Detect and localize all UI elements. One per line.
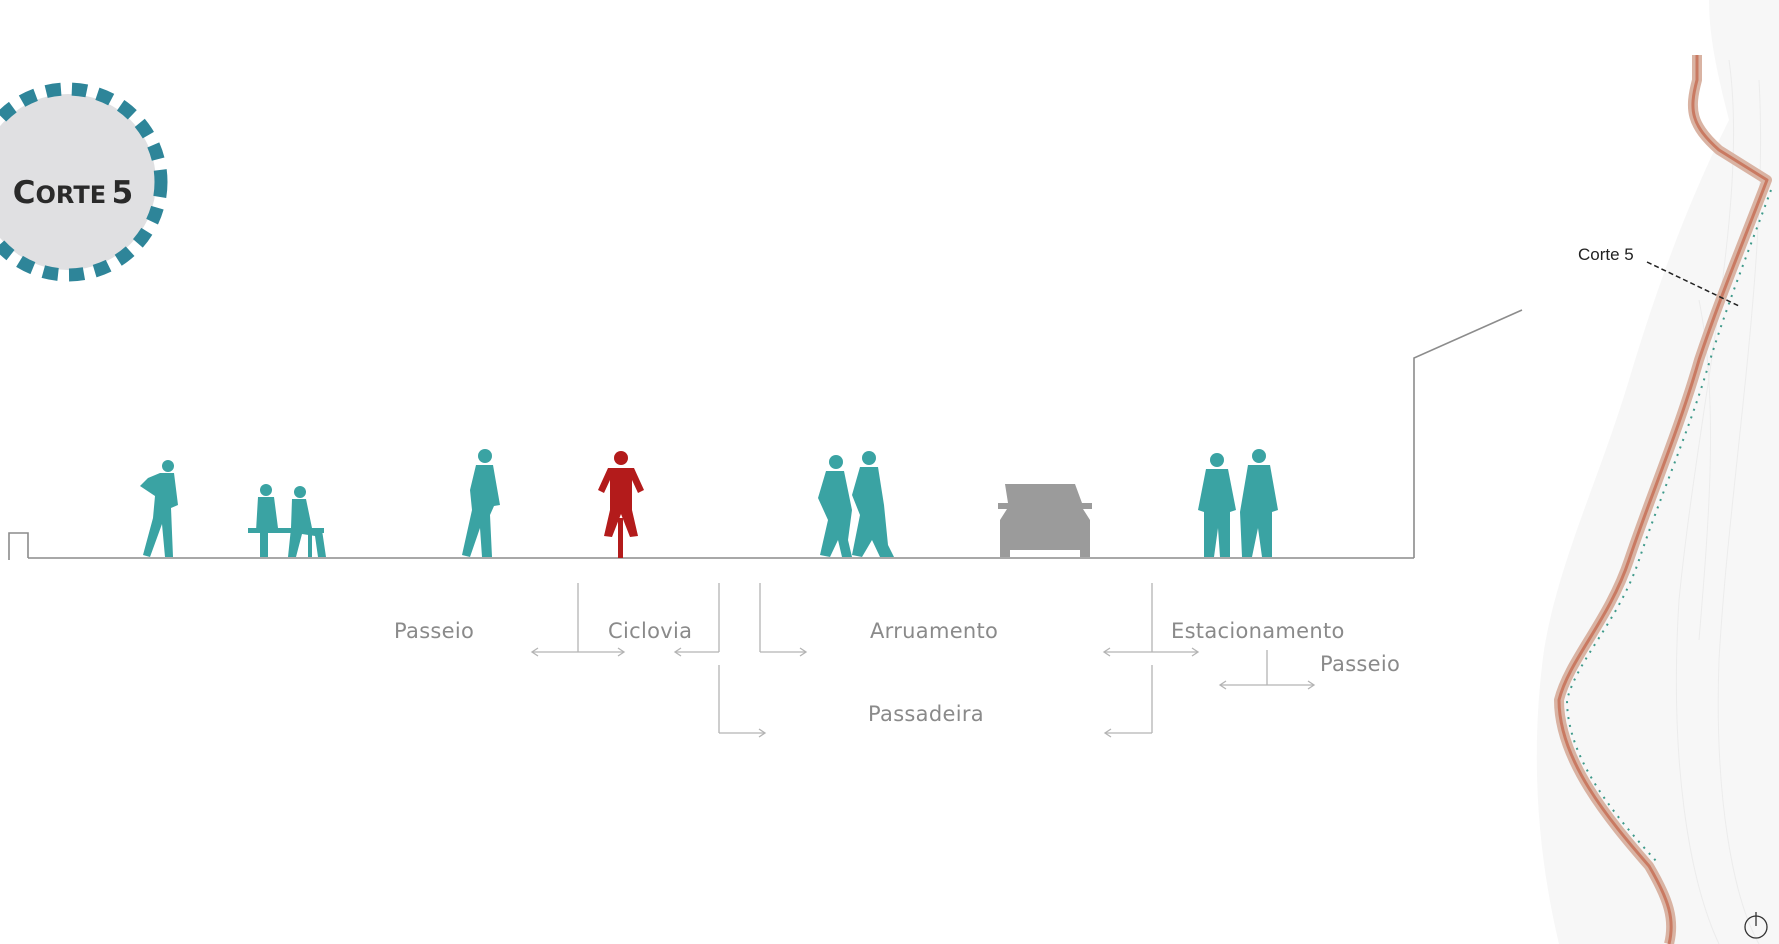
walking-person-left [140, 460, 178, 557]
building-outline [1413, 309, 1523, 558]
route-trees [1565, 189, 1772, 863]
seated-people-bench [248, 484, 326, 557]
location-map [1536, 0, 1779, 944]
label-passadeira: Passadeira [868, 702, 984, 726]
cut-line [1646, 261, 1740, 307]
badge-fill [0, 94, 156, 270]
section-title-number: 5 [111, 175, 134, 211]
badge-dashed-ring [0, 82, 168, 282]
walking-couple [818, 451, 894, 557]
car [998, 484, 1092, 557]
cyclist [598, 451, 644, 558]
walking-person-mid [462, 449, 500, 557]
bench [248, 528, 324, 533]
section-title-initial: C [12, 175, 36, 211]
section-title: CORTE 5 [0, 175, 146, 211]
section-title-rest: ORTE [35, 181, 107, 209]
north-arrow-icon [1744, 912, 1768, 939]
standing-couple [1198, 449, 1278, 557]
label-passeio-right: Passeio [1320, 652, 1401, 676]
label-estacionamento: Estacionamento [1171, 619, 1345, 643]
section-badge [0, 82, 168, 282]
map-cut-label: Corte 5 [1578, 245, 1634, 264]
label-arruamento: Arruamento [870, 619, 999, 643]
label-ciclovia: Ciclovia [608, 619, 693, 643]
left-curb [8, 532, 29, 560]
route-line [1557, 55, 1769, 944]
label-passeio-left: Passeio [394, 619, 475, 643]
ground-profile [8, 309, 1523, 560]
